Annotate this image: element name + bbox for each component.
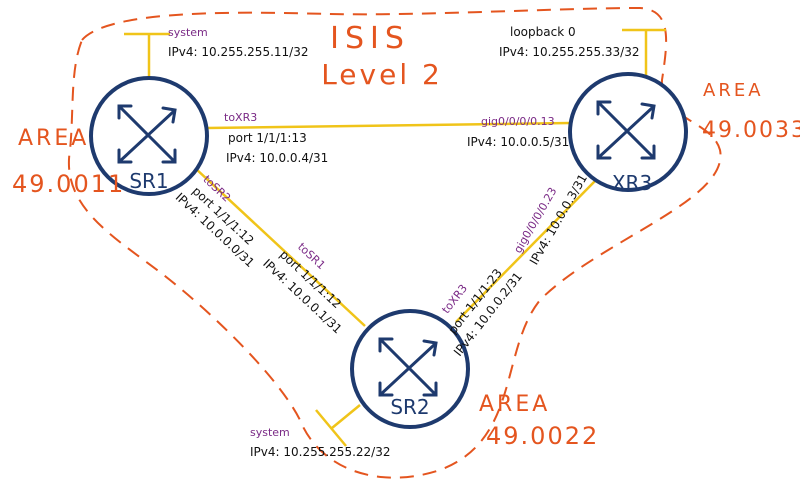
isis-level2-boundary <box>67 6 722 479</box>
router-icon <box>378 337 438 397</box>
xr3-gig13-iface: gig0/0/0/0.13 <box>481 115 555 128</box>
xr3-loopback-name: loopback 0 <box>510 25 576 39</box>
router-sr2[interactable]: SR2 <box>350 309 470 429</box>
isis-level-label: Level 2 <box>321 58 443 91</box>
xr3-loopback-stub <box>622 28 666 80</box>
router-sr2-label: SR2 <box>390 395 429 419</box>
sr1-system-ipv4: IPv4: 10.255.255.11/32 <box>168 45 308 59</box>
area-sr1-id: 49.0011 <box>12 170 125 198</box>
sr1-toxr3-port: port 1/1/1:13 <box>228 131 307 145</box>
sr1-toxr3-iface: toXR3 <box>224 111 257 124</box>
link-sr2-xr3 <box>455 179 597 323</box>
sr1-system-stub <box>124 32 170 80</box>
area-sr1-label: AREA <box>18 126 89 151</box>
isis-title: ISIS <box>330 21 410 56</box>
router-sr1-label: SR1 <box>129 169 168 193</box>
xr3-gig13-ipv4: IPv4: 10.0.0.5/31 <box>467 135 569 149</box>
sr2-system-ipv4: IPv4: 10.255.255.22/32 <box>250 445 390 459</box>
sr1-system-name: system <box>168 26 208 39</box>
router-icon <box>117 104 177 164</box>
area-xr3-label: AREA <box>703 80 764 101</box>
link-sr1-sr2 <box>194 167 366 327</box>
area-sr2-label: AREA <box>479 392 550 417</box>
router-xr3-label: XR3 <box>612 171 652 195</box>
sr2-system-stub <box>315 404 361 447</box>
sr1-toxr3-ipv4: IPv4: 10.0.0.4/31 <box>226 151 328 165</box>
xr3-loopback-ipv4: IPv4: 10.255.255.33/32 <box>499 45 639 59</box>
link-sr1-xr3 <box>206 121 571 130</box>
area-sr2-id: 49.0022 <box>486 422 599 450</box>
sr2-system-name: system <box>250 426 290 439</box>
router-icon <box>596 100 656 160</box>
router-xr3[interactable]: XR3 <box>568 72 688 195</box>
router-sr1[interactable]: SR1 <box>89 76 209 196</box>
area-xr3-id: 49.0033 <box>702 118 800 143</box>
